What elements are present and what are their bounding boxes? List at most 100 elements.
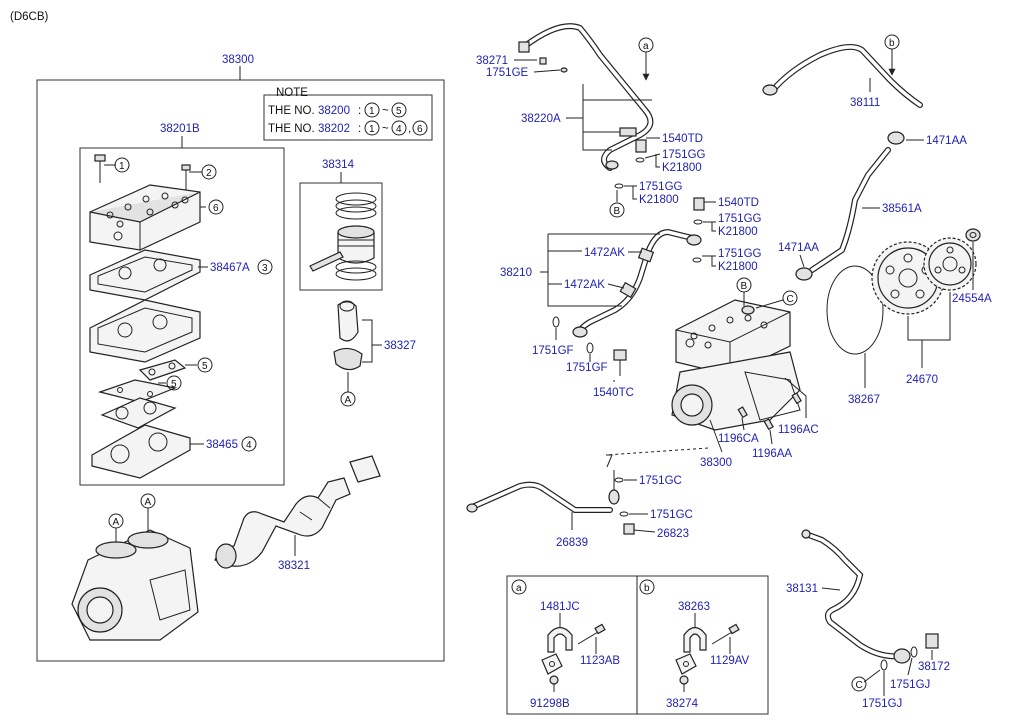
part-label-1472AK-2[interactable]: 1472AK (564, 279, 605, 291)
part-label-1129AV[interactable]: 1129AV (710, 655, 750, 667)
note-line1-sep: : (358, 105, 361, 117)
part-label-38314[interactable]: 38314 (322, 159, 355, 171)
part-label-1540TC[interactable]: 1540TC (593, 387, 634, 399)
note-line2-tilde: ~ (382, 123, 389, 135)
bolt-1540TD-1 (635, 139, 647, 153)
ref-b-inset: b (644, 583, 650, 594)
washer-1751GC-1 (614, 477, 624, 483)
washer-1751GE (539, 57, 547, 65)
part-label-K21800-3[interactable]: K21800 (718, 226, 758, 238)
part-label-1471AA-1[interactable]: 1471AA (926, 135, 967, 147)
part-label-1751GJ-2[interactable]: 1751GJ (862, 698, 902, 710)
bolt-26823 (623, 523, 635, 535)
pipe-26839 (467, 481, 613, 513)
part-label-1472AK-1[interactable]: 1472AK (584, 247, 625, 259)
part-label-1751GG-2[interactable]: 1751GG (639, 181, 683, 193)
circle-1: 1 (119, 161, 125, 172)
note-line1-from: 1 (369, 106, 375, 117)
pipe-38210-group: 1540TD 1751GG K21800 38210 1472AK 1472AK… (500, 197, 762, 399)
part-label-K21800-2[interactable]: K21800 (639, 194, 679, 206)
part-label-1751GC-1[interactable]: 1751GC (639, 475, 682, 487)
part-label-26839[interactable]: 26839 (556, 537, 588, 549)
pipe-38131 (803, 531, 903, 660)
part-label-1751GJ-1[interactable]: 1751GJ (890, 679, 930, 691)
part-label-38111[interactable]: 38111 (850, 97, 880, 109)
part-label-24670[interactable]: 24670 (906, 374, 938, 386)
note-line2-comma: , (408, 123, 411, 135)
pipe-38220A (522, 23, 654, 171)
part-label-24554A[interactable]: 24554A (952, 293, 992, 305)
note-line2-part[interactable]: 38202 (318, 123, 350, 135)
part-label-38201B[interactable]: 38201B (160, 123, 200, 135)
circle-6: 6 (213, 203, 219, 214)
ref-B-2: B (741, 281, 748, 292)
part-label-1751GG-4[interactable]: 1751GG (718, 248, 762, 260)
ref-C-2: C (856, 680, 863, 691)
part-label-38465[interactable]: 38465 (206, 439, 238, 451)
bolt-1196CA (737, 406, 748, 419)
piston (337, 225, 375, 264)
valve-seat-plate (100, 397, 177, 429)
compressor-assembly: B C 38300 1196CA 1196AA 1196AC (671, 277, 819, 469)
head-bolt-2 (181, 164, 191, 190)
washer-1751GJ-1 (910, 646, 918, 658)
part-label-38300-mid[interactable]: 38300 (700, 457, 732, 469)
compressor-head (675, 299, 791, 376)
part-label-38327[interactable]: 38327 (384, 340, 416, 352)
clamp-1471AA-1 (887, 131, 905, 145)
clamp-1481JC (547, 626, 573, 653)
part-label-38271[interactable]: 38271 (476, 55, 508, 67)
part-label-38210[interactable]: 38210 (500, 267, 532, 279)
washer-1751GE-small (560, 67, 568, 73)
banjo-38131 (893, 648, 911, 664)
part-label-91298B[interactable]: 91298B (530, 698, 570, 710)
part-label-1540TD-2[interactable]: 1540TD (718, 197, 759, 209)
clamp-1471AA-2 (795, 267, 813, 281)
part-label-1123AB[interactable]: 1123AB (580, 655, 620, 667)
part-label-1751GG-3[interactable]: 1751GG (718, 213, 762, 225)
note-line2-extra: 6 (417, 124, 423, 135)
part-label-38274[interactable]: 38274 (666, 698, 699, 710)
part-label-1751GE[interactable]: 1751GE (486, 67, 529, 79)
banjo-26839 (608, 489, 620, 505)
part-label-K21800-4[interactable]: K21800 (718, 261, 758, 273)
part-label-1751GG-1[interactable]: 1751GG (662, 149, 706, 161)
ref-B-1: B (614, 206, 621, 217)
part-label-38300-top[interactable]: 38300 (222, 54, 254, 66)
washer-1751GJ-2 (880, 659, 888, 671)
left-assembly-group: 38300 NOTE THE NO. 38200 : 1 ~ 5 THE NO.… (36, 54, 445, 662)
part-label-1196AA[interactable]: 1196AA (752, 448, 792, 460)
part-label-38131[interactable]: 38131 (786, 583, 818, 595)
part-label-38321[interactable]: 38321 (278, 560, 310, 572)
part-label-38220A[interactable]: 38220A (521, 113, 561, 125)
banjo-38210-top (686, 234, 702, 246)
bolt-1129AV (711, 623, 740, 645)
part-label-38172[interactable]: 38172 (918, 661, 950, 673)
part-label-1196AC[interactable]: 1196AC (778, 424, 819, 436)
part-label-38561A[interactable]: 38561A (882, 203, 922, 215)
note-line1-part[interactable]: 38200 (318, 105, 350, 117)
part-label-1481JC[interactable]: 1481JC (540, 601, 580, 613)
head-gasket-upper (89, 249, 201, 301)
piston-rings-top (335, 192, 377, 220)
hose-38111-group: b 38111 1471AA 38561A 1471AA (762, 34, 967, 281)
part-label-1471AA-2[interactable]: 1471AA (778, 242, 819, 254)
part-label-1751GC-2[interactable]: 1751GC (650, 509, 693, 521)
bolt-1540TC (613, 349, 627, 361)
part-label-1751GF-2[interactable]: 1751GF (566, 362, 608, 374)
bracket-38274 (675, 653, 697, 685)
part-label-1751GF-1[interactable]: 1751GF (532, 345, 574, 357)
part-label-38267[interactable]: 38267 (848, 394, 880, 406)
oring-38267: 38267 (826, 265, 884, 406)
part-label-1196CA[interactable]: 1196CA (718, 433, 759, 445)
part-label-K21800-1[interactable]: K21800 (662, 162, 702, 174)
part-label-38263[interactable]: 38263 (678, 601, 710, 613)
bolt-1123AB (577, 623, 606, 645)
part-label-38467A[interactable]: 38467A (210, 262, 250, 274)
part-label-26823[interactable]: 26823 (657, 528, 689, 540)
part-label-1540TD-1[interactable]: 1540TD (662, 133, 703, 145)
gear-24670-small (923, 237, 977, 291)
reed-valve-lower (97, 379, 178, 403)
ref-a-top: a (643, 41, 649, 52)
hose-1472AK-2 (619, 281, 637, 299)
